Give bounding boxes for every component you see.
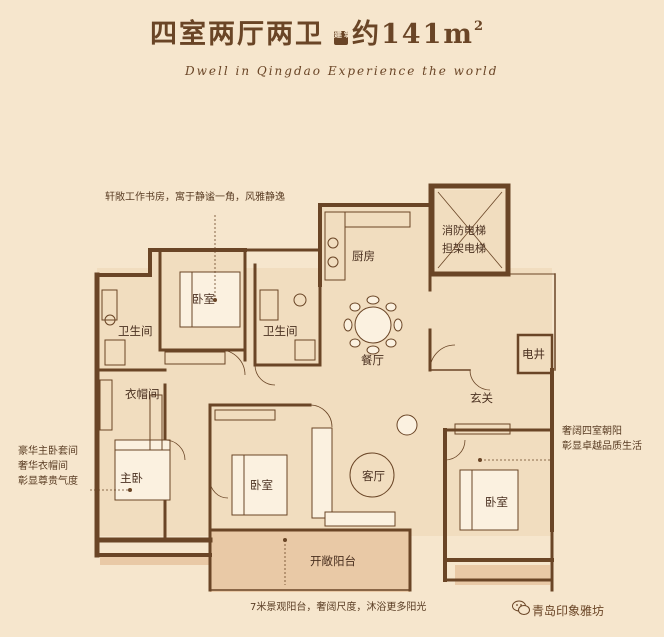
- note-balcony: 7米景观阳台，奢阔尺度，沐浴更多阳光: [250, 602, 427, 613]
- leader-dot-master: [128, 488, 132, 492]
- title-text: 四室两厅两卫: [150, 19, 324, 50]
- room-label-stretcher-elevator: 担架电梯: [442, 242, 486, 255]
- leader-dot-balcony: [283, 538, 287, 542]
- balcony-floor: [210, 530, 410, 592]
- bath-fixtures: [101, 289, 316, 366]
- area-unit-superscript: 2: [473, 19, 485, 34]
- note-study: 轩敞工作书房，寓于静谧一角，风雅静逸: [105, 192, 285, 203]
- dining-table: [343, 295, 403, 355]
- room-label-bedroom-middle: 卧室: [250, 478, 273, 492]
- note-master: 豪华主卧套间 奢华衣帽间 彰显尊贵气度: [18, 444, 78, 489]
- room-label-balcony: 开敞阳台: [310, 554, 356, 568]
- room-label-entry: 玄关: [470, 391, 493, 405]
- leader-lines: [90, 215, 555, 585]
- room-label-elevators: 消防电梯 担架电梯: [442, 222, 486, 258]
- beds: [114, 271, 519, 531]
- room-label-bath-right: 卫生间: [263, 324, 298, 338]
- kitchen-fixtures: [324, 211, 411, 281]
- note-orientation: 奢阔四室朝阳 彰显卓越品质生活: [562, 424, 642, 454]
- note-master-line-3: 彰显尊贵气度: [18, 476, 78, 487]
- room-label-bath-left: 卫生间: [118, 324, 153, 338]
- room-label-kitchen: 厨房: [352, 249, 375, 263]
- wardrobes: [99, 351, 511, 451]
- leader-dot-orientation: [478, 458, 482, 462]
- room-label-dining: 餐厅: [361, 353, 384, 367]
- page-title: 四室两厅两卫建筑面积约141m2: [150, 12, 485, 51]
- room-label-power-shaft: 电井: [522, 347, 545, 361]
- room-label-fire-elevator: 消防电梯: [442, 224, 486, 237]
- note-orientation-line-1: 奢阔四室朝阳: [562, 426, 622, 437]
- page-subtitle: Dwell in Qingdao Experience the world: [185, 64, 499, 78]
- wechat-icon: [512, 600, 530, 615]
- doors: [164, 344, 491, 499]
- living-furniture: [311, 414, 418, 527]
- leader-dot-study: [213, 298, 217, 302]
- room-label-cloakroom: 衣帽间: [125, 387, 160, 401]
- elevator-lines: [437, 191, 503, 269]
- room-label-master-bedroom: 主卧: [120, 471, 143, 485]
- note-master-line-2: 奢华衣帽间: [18, 461, 68, 472]
- watermark-text: 青岛印象雅坊: [532, 604, 605, 618]
- area-value: 约141m: [352, 19, 474, 50]
- room-label-living: 客厅: [362, 469, 385, 483]
- room-label-bedroom-right: 卧室: [485, 495, 508, 509]
- note-orientation-line-2: 彰显卓越品质生活: [562, 441, 642, 452]
- room-label-bedroom-top: 卧室: [192, 292, 215, 306]
- note-master-line-1: 豪华主卧套间: [18, 446, 78, 457]
